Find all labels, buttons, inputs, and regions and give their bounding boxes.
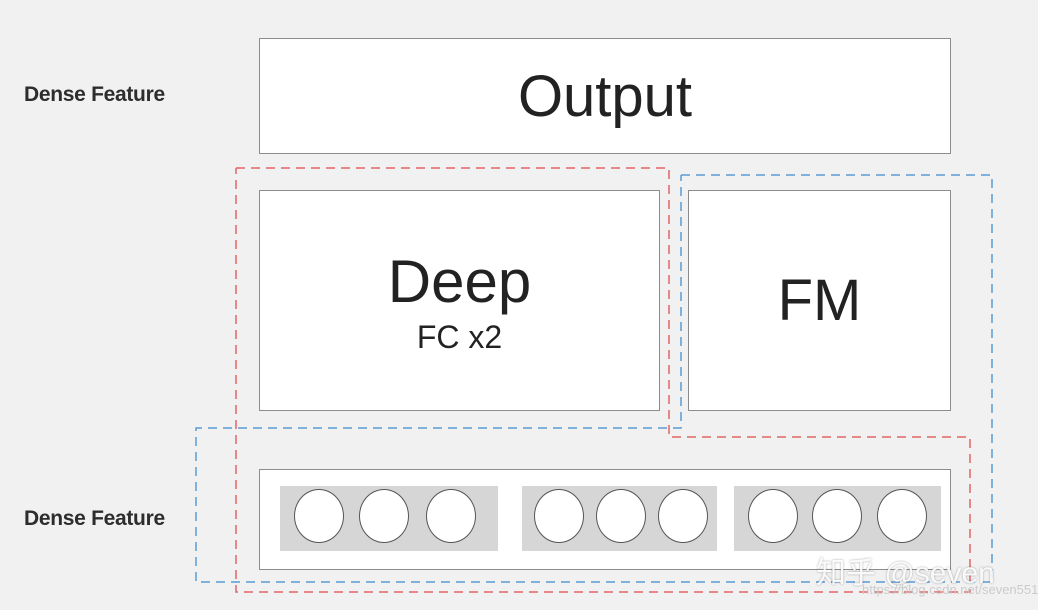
output-title: Output: [517, 64, 693, 129]
input-group-1: [280, 486, 498, 551]
output-box: Output: [259, 38, 951, 154]
deep-box: Deep FC x2: [259, 190, 660, 411]
input-node: [658, 489, 708, 543]
input-node: [359, 489, 409, 543]
input-node: [596, 489, 646, 543]
fm-title: FM: [777, 268, 862, 333]
watermark-url: https://blog.csdn.net/seven551: [862, 582, 1038, 597]
input-node: [812, 489, 862, 543]
input-node: [294, 489, 344, 543]
input-node: [534, 489, 584, 543]
input-node: [748, 489, 798, 543]
watermark-text: 知乎 @seven: [816, 557, 995, 590]
deep-title: Deep: [387, 248, 532, 315]
dense-feature-label-top: Dense Feature: [24, 83, 165, 106]
fm-box: FM: [688, 190, 951, 411]
input-node: [426, 489, 476, 543]
input-group-3: [734, 486, 941, 551]
deep-subtitle: FC x2: [416, 319, 503, 355]
input-group-2: [522, 486, 717, 551]
dense-feature-label-bottom: Dense Feature: [24, 507, 165, 530]
input-node: [877, 489, 927, 543]
